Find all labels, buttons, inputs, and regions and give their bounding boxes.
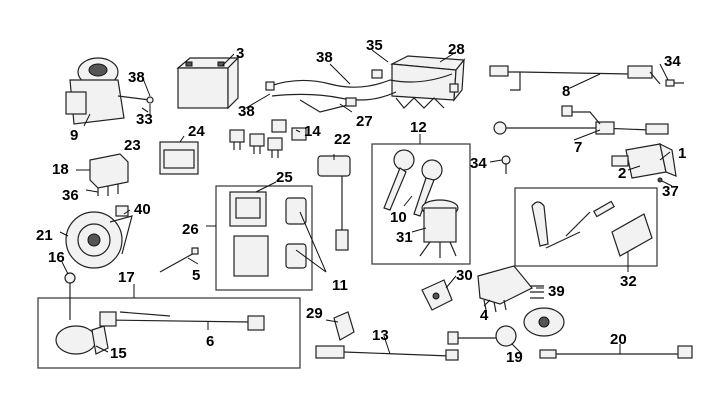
callout-19: 19 — [506, 349, 523, 366]
leader-lines — [59, 49, 671, 355]
callout-37: 37 — [662, 183, 679, 200]
part-14-fuses — [229, 119, 307, 158]
callout-17: 17 — [118, 269, 135, 286]
group-box-17 — [37, 297, 301, 369]
callout-9: 9 — [70, 127, 78, 144]
callout-12: 12 — [410, 119, 427, 136]
part-3-battery — [176, 56, 240, 110]
part-11-modules — [285, 197, 307, 269]
part-19-pickup — [447, 307, 565, 347]
part-22-connector — [317, 155, 351, 251]
part-8-cable — [489, 65, 661, 91]
part-24-relay — [159, 141, 199, 175]
part-34-bolt-upper — [665, 79, 684, 87]
part-37-screw — [657, 177, 673, 187]
group-box-26 — [215, 185, 313, 291]
part-39-connector — [530, 285, 544, 299]
callout-1: 1 — [678, 145, 686, 162]
part-18-relay — [89, 153, 129, 196]
callout-34-lower: 34 — [470, 155, 487, 172]
callout-40: 40 — [134, 201, 151, 218]
callout-22: 22 — [334, 131, 351, 148]
callout-28: 28 — [448, 41, 465, 58]
part-13-cable — [315, 345, 459, 361]
callout-25: 25 — [276, 169, 293, 186]
callout-23: 23 — [124, 137, 141, 154]
callout-6: 6 — [206, 333, 214, 350]
part-20-cable — [539, 345, 693, 359]
callout-34-upper: 34 — [664, 53, 681, 70]
part-27-wiring-harness — [265, 69, 459, 113]
part-25-cdi-unit — [229, 191, 269, 277]
part-7-cable — [493, 105, 669, 135]
part-32-tool-kit — [531, 200, 653, 257]
callout-13: 13 — [372, 327, 389, 344]
callout-21: 21 — [36, 227, 53, 244]
part-9-starter-motor — [65, 57, 151, 125]
callout-38-mid: 38 — [238, 103, 255, 120]
callout-7: 7 — [574, 139, 582, 156]
callout-3: 3 — [236, 45, 244, 62]
part-34-bolt-lower — [501, 155, 511, 174]
part-1-switch-housing — [611, 142, 677, 179]
part-29-bracket — [333, 311, 355, 341]
callout-31: 31 — [396, 229, 413, 246]
group-box-12 — [371, 143, 471, 265]
callout-39: 39 — [548, 283, 565, 300]
callout-20: 20 — [610, 331, 627, 348]
callout-14: 14 — [304, 123, 321, 140]
callout-27: 27 — [356, 113, 373, 130]
callout-16: 16 — [48, 249, 65, 266]
part-33-bolt — [141, 96, 154, 113]
callout-18: 18 — [52, 161, 69, 178]
callout-36: 36 — [62, 187, 79, 204]
callout-15: 15 — [110, 345, 127, 362]
part-21-horn — [65, 211, 133, 269]
callout-10: 10 — [390, 209, 407, 226]
callout-5: 5 — [192, 267, 200, 284]
part-40-bracket — [115, 205, 129, 217]
part-4-regulator — [477, 265, 533, 313]
callout-32: 32 — [620, 273, 637, 290]
callout-26: 26 — [182, 221, 199, 238]
callout-35: 35 — [366, 37, 383, 54]
callout-38-top: 38 — [316, 49, 333, 66]
callout-30: 30 — [456, 267, 473, 284]
part-5-cable-tie — [159, 247, 199, 273]
part-30-bracket — [421, 279, 453, 311]
callout-29: 29 — [306, 305, 323, 322]
callout-24: 24 — [188, 123, 205, 140]
callout-11: 11 — [332, 277, 348, 294]
part-31-ignition-switch — [419, 199, 459, 258]
part-28-battery-tray — [389, 55, 466, 109]
group-box-32 — [514, 187, 658, 267]
callout-2: 2 — [618, 165, 626, 182]
callout-38-left: 38 — [128, 69, 145, 86]
part-6-cable — [99, 311, 265, 331]
callout-33: 33 — [136, 111, 153, 128]
part-15-sensor — [55, 325, 109, 355]
callout-8: 8 — [562, 83, 570, 100]
callout-4: 4 — [480, 307, 489, 324]
part-16-bolt — [64, 272, 76, 320]
part-10-keys — [383, 149, 443, 217]
